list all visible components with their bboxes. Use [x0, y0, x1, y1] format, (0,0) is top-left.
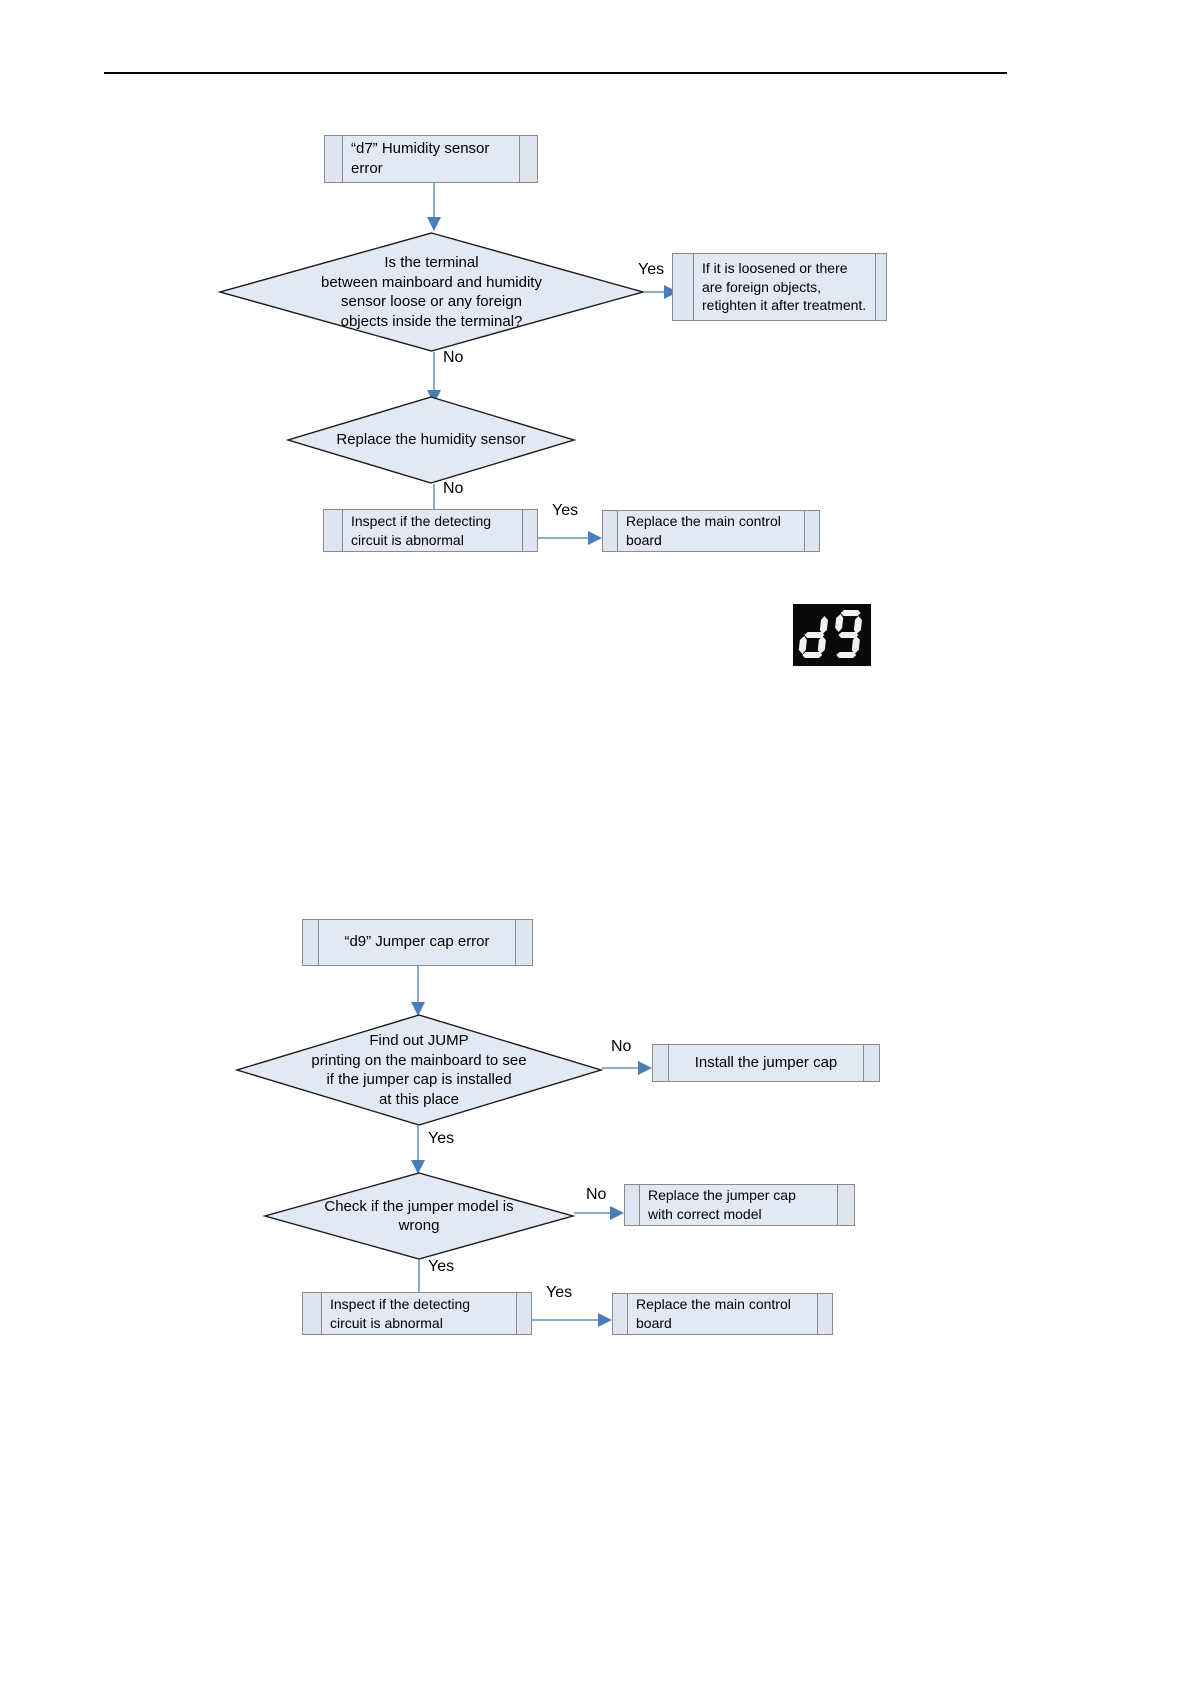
d9-decision-jumper-model-wrong-label: Check if the jumper model is wrong [324, 1197, 514, 1235]
d7-action-inspect-circuit-box: Inspect if the detecting circuit is abno… [323, 509, 538, 552]
connector-d9-decision1-no [602, 1061, 652, 1075]
box-right-bar [817, 1294, 832, 1334]
d7-action-retighten-label: If it is loosened or there are foreign o… [702, 259, 867, 314]
connector-d9-decision1-yes [411, 1126, 425, 1174]
box-left-bar [673, 254, 694, 320]
d9-action-install-jumper-box: Install the jumper cap [652, 1044, 880, 1082]
d7-start-label: “d7” Humidity sensor error [351, 139, 490, 177]
connector-d7-decision1-no [427, 352, 441, 404]
box-right-bar [522, 510, 537, 551]
d7-decision-replace-humidity-sensor: Replace the humidity sensor [285, 396, 577, 484]
d9-action-inspect-circuit-box: Inspect if the detecting circuit is abno… [302, 1292, 532, 1335]
box-right-bar [515, 920, 532, 965]
d9-start-box: “d9” Jumper cap error [302, 919, 533, 966]
d7-edge-label-yes-2: Yes [552, 502, 579, 519]
box-left-bar [303, 1293, 322, 1334]
box-right-bar [837, 1185, 854, 1225]
led-digit-d [798, 616, 828, 658]
led-digit-9 [835, 610, 862, 658]
connector-d7-action2-yes [538, 531, 602, 545]
d7-decision-replace-humidity-sensor-label: Replace the humidity sensor [336, 431, 526, 449]
led-seven-segment-display [793, 604, 871, 666]
d9-edge-label-yes-2: Yes [428, 1258, 455, 1275]
d7-edge-label-no-1: No [443, 349, 464, 366]
d9-edge-label-yes-1: Yes [428, 1130, 455, 1147]
led-digits [798, 610, 862, 658]
d7-action-replace-board-label: Replace the main control board [626, 513, 781, 548]
d9-action-replace-jumper-label: Replace the jumper cap with correct mode… [648, 1187, 796, 1222]
box-left-bar [303, 920, 319, 965]
d9-start-label: “d9” Jumper cap error [344, 933, 490, 951]
connector-d9-decision2-no [574, 1206, 624, 1220]
box-right-bar [875, 254, 886, 320]
d7-action-inspect-circuit-label: Inspect if the detecting circuit is abno… [351, 512, 492, 548]
d9-edge-label-no-2: No [586, 1186, 607, 1203]
connector-d7-start-to-decision1 [427, 183, 441, 231]
box-left-bar [603, 511, 618, 551]
d9-decision-find-jump-printing-label: Find out JUMP printing on the mainboard … [311, 1032, 527, 1108]
d7-edge-label-yes-1: Yes [638, 261, 665, 278]
d7-decision-terminal-loose: Is the terminal between mainboard and hu… [217, 232, 646, 352]
box-right-bar [863, 1045, 879, 1081]
header-divider [104, 72, 1007, 74]
d9-action-replace-jumper-box: Replace the jumper cap with correct mode… [624, 1184, 855, 1226]
d7-action-replace-board-box: Replace the main control board [602, 510, 820, 552]
d9-edge-label-yes-3: Yes [546, 1284, 573, 1301]
box-left-bar [325, 136, 343, 182]
box-right-bar [804, 511, 819, 551]
box-left-bar [653, 1045, 669, 1081]
d7-action-retighten-box: If it is loosened or there are foreign o… [672, 253, 887, 321]
connector-d7-decision1-yes [644, 285, 678, 299]
box-right-bar [516, 1293, 531, 1334]
connector-d9-start-to-decision1 [411, 966, 425, 1016]
d7-edge-label-no-2: No [443, 480, 464, 497]
d9-action-replace-board-label: Replace the main control board [636, 1296, 791, 1331]
box-left-bar [613, 1294, 628, 1334]
d9-action-install-jumper-label: Install the jumper cap [694, 1053, 838, 1071]
d9-decision-find-jump-printing: Find out JUMP printing on the mainboard … [234, 1014, 604, 1126]
d9-edge-label-no-1: No [611, 1038, 632, 1055]
d7-start-box: “d7” Humidity sensor error [324, 135, 538, 183]
box-right-bar [519, 136, 537, 182]
d9-decision-jumper-model-wrong: Check if the jumper model is wrong [262, 1172, 576, 1260]
d7-decision-terminal-loose-label: Is the terminal between mainboard and hu… [321, 254, 542, 330]
box-left-bar [625, 1185, 640, 1225]
d9-action-inspect-circuit-label: Inspect if the detecting circuit is abno… [330, 1295, 471, 1331]
box-left-bar [324, 510, 343, 551]
d9-action-replace-board-box: Replace the main control board [612, 1293, 833, 1335]
connector-d9-action3-yes [532, 1313, 612, 1327]
